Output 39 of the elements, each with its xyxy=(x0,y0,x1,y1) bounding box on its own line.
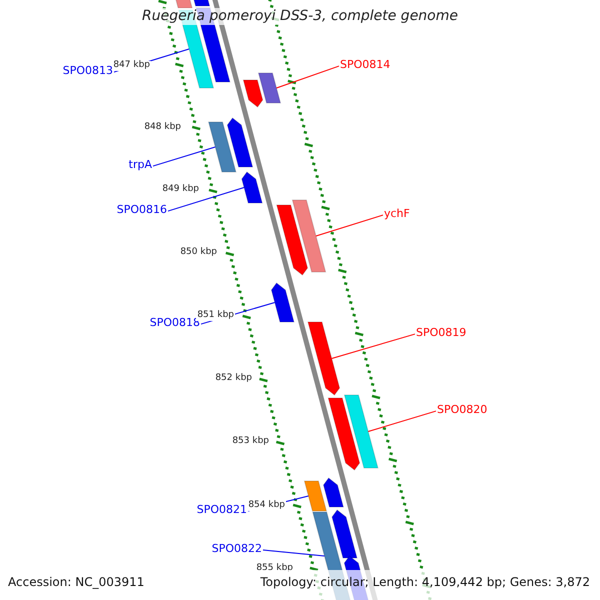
gene-label: SPO0822 xyxy=(212,543,262,556)
gene-feature xyxy=(322,477,344,508)
scale-label: 847 kbp xyxy=(112,61,151,71)
leader-line xyxy=(276,66,340,88)
gene-label: SPO0820 xyxy=(437,404,488,416)
gene-label: SPO0814 xyxy=(340,59,390,72)
gene-label: trpA xyxy=(128,159,152,172)
scale-label: 850 kbp xyxy=(179,248,218,258)
gene-feature xyxy=(242,80,264,108)
gene-block xyxy=(292,200,326,272)
gene-feature xyxy=(328,398,360,471)
footer-text: Accession: NC_003911 xyxy=(8,576,144,590)
gene-label: SPO0821 xyxy=(196,504,247,516)
footer-text: Topology: circular; Length: 4,109,442 bp; Genes: 3,872 xyxy=(260,576,590,590)
scale-label: 848 kbp xyxy=(143,123,182,133)
gene-feature xyxy=(241,171,263,204)
scale-label: 852 kbp xyxy=(214,374,253,384)
gene-feature xyxy=(332,509,358,558)
gene-feature xyxy=(270,282,295,322)
leader-line xyxy=(168,187,245,212)
gene-block xyxy=(304,480,328,512)
leader-line xyxy=(368,410,436,432)
gene-block xyxy=(258,72,282,104)
leader-line xyxy=(152,146,216,167)
gene-feature xyxy=(307,322,340,396)
scale-label: 853 kbp xyxy=(231,437,270,447)
gene-feature xyxy=(276,204,308,276)
scale-label: 851 kbp xyxy=(196,311,235,321)
gene-label: SPO0813 xyxy=(62,65,113,78)
gene-feature xyxy=(226,117,254,168)
gene-label: SPO0819 xyxy=(416,327,466,340)
gene-block xyxy=(208,122,237,172)
gene-label: ychF xyxy=(384,208,410,220)
scale-label: 854 kbp xyxy=(247,501,286,511)
leader-line xyxy=(262,550,325,556)
leader-line xyxy=(331,334,416,359)
gene-block xyxy=(344,394,379,468)
scale-label: 849 kbp xyxy=(161,185,200,195)
gene-label: SPO0816 xyxy=(116,204,167,216)
